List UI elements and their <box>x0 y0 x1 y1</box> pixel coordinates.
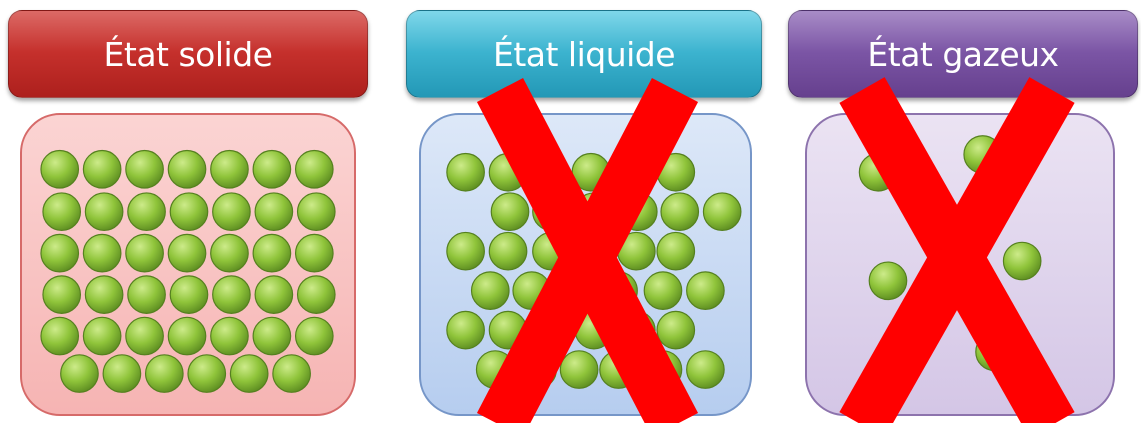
particle <box>254 275 294 314</box>
particle <box>475 350 515 389</box>
title-solid: État solide <box>8 10 368 98</box>
particle <box>42 192 82 232</box>
particle <box>40 149 80 189</box>
particle <box>294 233 334 273</box>
particle <box>40 316 80 356</box>
particle <box>599 350 638 389</box>
particle <box>212 192 251 232</box>
particle <box>656 310 696 350</box>
particle <box>125 149 164 189</box>
particle <box>125 233 164 273</box>
particle <box>618 192 658 232</box>
particle <box>127 275 166 314</box>
particles-liquid <box>446 152 742 389</box>
title-gas-label: État gazeux <box>867 34 1059 74</box>
particle <box>488 310 528 350</box>
particle <box>84 192 124 232</box>
particle <box>446 231 485 271</box>
particle <box>144 354 184 393</box>
particle <box>169 192 209 232</box>
particle <box>272 354 311 393</box>
particle <box>210 149 249 189</box>
particle <box>532 231 571 271</box>
particle <box>858 152 898 192</box>
particle <box>554 271 594 310</box>
particle <box>643 271 683 310</box>
particle <box>702 192 742 232</box>
particle <box>60 354 99 393</box>
box-liquid <box>419 113 752 416</box>
particle <box>254 192 294 232</box>
particles-gas <box>858 135 1042 372</box>
panel-gas: État gazeux <box>780 0 1141 423</box>
particle <box>686 350 725 389</box>
particle <box>488 152 528 192</box>
particle <box>532 310 571 350</box>
particle <box>490 192 530 232</box>
title-solid-label: État solide <box>103 34 273 74</box>
particle <box>574 192 614 232</box>
particle <box>963 135 1003 174</box>
particle <box>296 192 336 232</box>
particle <box>252 316 292 356</box>
particle <box>167 233 207 273</box>
particle <box>532 192 571 232</box>
particle <box>446 310 485 350</box>
particle <box>611 152 650 192</box>
particle <box>167 316 207 356</box>
particle <box>229 354 269 393</box>
title-gas: État gazeux <box>788 10 1138 98</box>
particle <box>82 149 122 189</box>
particle <box>643 350 683 389</box>
particle <box>530 152 569 192</box>
particle <box>169 275 209 314</box>
title-liquid-label: État liquide <box>492 34 676 74</box>
particle <box>296 275 336 314</box>
panel-solid: État solide <box>0 0 390 423</box>
particle <box>294 316 334 356</box>
box-solid <box>20 113 356 416</box>
particle <box>616 310 656 350</box>
particle <box>127 192 166 232</box>
particle <box>512 271 552 310</box>
particle <box>559 350 599 389</box>
particle <box>574 310 614 350</box>
particle <box>577 231 617 271</box>
particle <box>656 152 696 192</box>
particle <box>84 275 124 314</box>
particle <box>656 231 696 271</box>
particle <box>82 233 122 273</box>
particle <box>210 316 249 356</box>
particle <box>470 271 510 310</box>
particle <box>518 350 557 389</box>
particle <box>616 231 656 271</box>
panel-liquid: État liquide <box>400 0 770 423</box>
particle <box>40 233 80 273</box>
particle <box>210 233 249 273</box>
particle <box>1002 241 1042 281</box>
particle <box>42 275 82 314</box>
particle <box>599 271 638 310</box>
particle <box>212 275 251 314</box>
particle <box>975 332 1014 372</box>
particle <box>488 231 528 271</box>
particle <box>102 354 142 393</box>
particle <box>686 271 725 310</box>
box-gas <box>805 113 1115 416</box>
particle <box>571 152 611 192</box>
particle <box>252 149 292 189</box>
particle <box>187 354 227 393</box>
particle <box>82 316 122 356</box>
particle <box>868 261 908 301</box>
title-liquid: État liquide <box>406 10 762 98</box>
particles-solid <box>40 149 336 393</box>
particle <box>125 316 164 356</box>
particle <box>167 149 207 189</box>
particle <box>446 152 485 192</box>
particle <box>660 192 700 232</box>
particle <box>294 149 334 189</box>
particle <box>252 233 292 273</box>
